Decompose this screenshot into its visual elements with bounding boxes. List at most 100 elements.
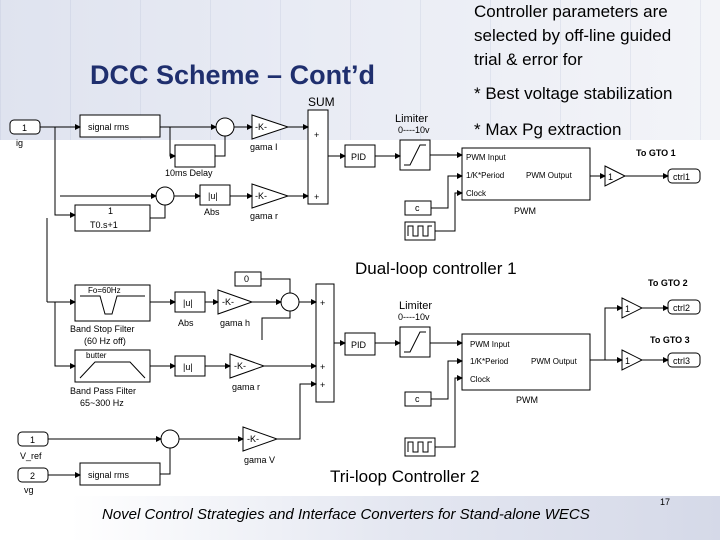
inport-ig-label: ig [16,138,23,148]
limiter-range-1: 0----10v [398,125,430,135]
pwm-clock-1: Clock [466,189,487,198]
vref-label: V_ref [20,451,42,461]
bullet-voltage: * Best voltage stabilization [474,84,673,103]
pwm-block-1[interactable] [461,147,591,201]
abs2-label: Abs [178,318,194,328]
pwm-k-1: 1/K*Period [466,171,504,180]
pulse-block-2[interactable] [404,437,436,457]
gain1-label: 1 [608,172,613,182]
gain-symbol: -K- [222,297,234,307]
gain-symbol: -K- [255,122,267,132]
pwm-block-2[interactable] [461,333,591,391]
tf-numerator: 1 [108,206,113,216]
wire [435,375,463,448]
wire [431,358,463,400]
bpf-curve [79,361,146,379]
sum-circle-2 [155,186,175,206]
bsf-curve [80,295,145,315]
sum-circle-1 [215,117,235,137]
sum-bar-1 [307,109,329,205]
abs3-symbol: |u| [183,362,193,372]
wire [604,305,623,360]
transfer-function[interactable] [74,204,151,232]
wire [215,136,226,157]
abs1-symbol: |u| [208,191,218,201]
gama-v-label: gama V [244,455,275,465]
gama-h-label: gama h [220,318,250,328]
gama-r1-label: gama r [250,211,278,221]
wire [277,381,317,440]
caption-dual-loop: Dual-loop controller 1 [355,259,517,278]
gain1-label-2: 1 [625,304,630,314]
gama-r2-label: gama r [232,382,260,392]
page-number: 17 [660,497,671,507]
pulse-block-1[interactable] [404,221,436,241]
vg-label: vg [24,485,34,495]
gain-symbol: -K- [234,361,246,371]
band-pass-filter[interactable] [74,349,151,383]
limiter-title-2: Limiter [399,300,432,312]
constant-c-label-1: c [415,203,420,213]
constant-c-label-2: c [415,394,420,404]
footer-text: Novel Control Strategies and Interface C… [102,506,590,523]
bullet-power: * Max Pg extraction [474,120,622,139]
footer-band [70,496,720,540]
delay-label: 10ms Delay [165,168,213,178]
note-text: Controller parameters are selected by of… [474,0,671,72]
delay-block[interactable] [174,144,216,168]
bpf-label-1: Band Pass Filter [70,386,136,396]
rms-label-1: signal rms [88,122,130,132]
pwm-input-2: PWM Input [470,340,510,349]
wire [261,311,291,340]
wire [54,127,76,218]
ctrl3-label: ctrl3 [673,356,690,366]
plus-sign: + [320,298,325,308]
gto2-label: To GTO 2 [648,278,688,288]
limiter-curve-1 [404,144,426,166]
sum-label: SUM [308,95,335,109]
gain-symbol: -K- [247,434,259,444]
pwm-label-2: PWM [516,395,538,405]
pid-label-2: PID [351,340,367,350]
pulse-wave-2 [407,441,432,453]
caption-tri-loop: Tri-loop Controller 2 [330,467,480,486]
slide-title: DCC Scheme – Cont’d [90,60,376,90]
note-line-2: selected by off-line guided [474,26,672,45]
wire [261,278,291,293]
gain-symbol: -K- [255,191,267,201]
wire [435,190,463,232]
pwm-label-1: PWM [514,206,536,216]
band-stop-filter[interactable] [74,284,151,322]
ctrl2-label: ctrl2 [673,303,690,313]
wire [150,205,166,219]
plus-sign: + [314,130,319,140]
pid-label-1: PID [351,152,367,162]
plus-sign: + [320,380,325,390]
bsf-label-2: (60 Hz off) [84,336,126,346]
wire [431,173,463,209]
inport-ig-number: 1 [22,123,27,133]
abs2-symbol: |u| [183,298,193,308]
gto3-label: To GTO 3 [650,335,690,345]
plus-sign: + [320,362,325,372]
pwm-output-1: PWM Output [526,171,573,180]
note-line-1: Controller parameters are [474,2,668,21]
gain1-label-3: 1 [625,356,630,366]
plus-sign: + [314,192,319,202]
bsf-label-1: Band Stop Filter [70,324,135,334]
ctrl1-label: ctrl1 [673,172,690,182]
vg-number: 2 [30,471,35,481]
pulse-wave-1 [407,225,432,237]
pwm-k-2: 1/K*Period [470,357,508,366]
wire [160,448,171,475]
tf-denominator: T0.s+1 [90,220,118,230]
butter-label: butter [86,351,107,360]
limiter-range-2: 0----10v [398,312,430,322]
pwm-clock-2: Clock [470,375,491,384]
bpf-label-2: 65~300 Hz [80,398,124,408]
wire [54,302,76,369]
rms-label-2: signal rms [88,470,130,480]
pwm-output-2: PWM Output [531,357,578,366]
